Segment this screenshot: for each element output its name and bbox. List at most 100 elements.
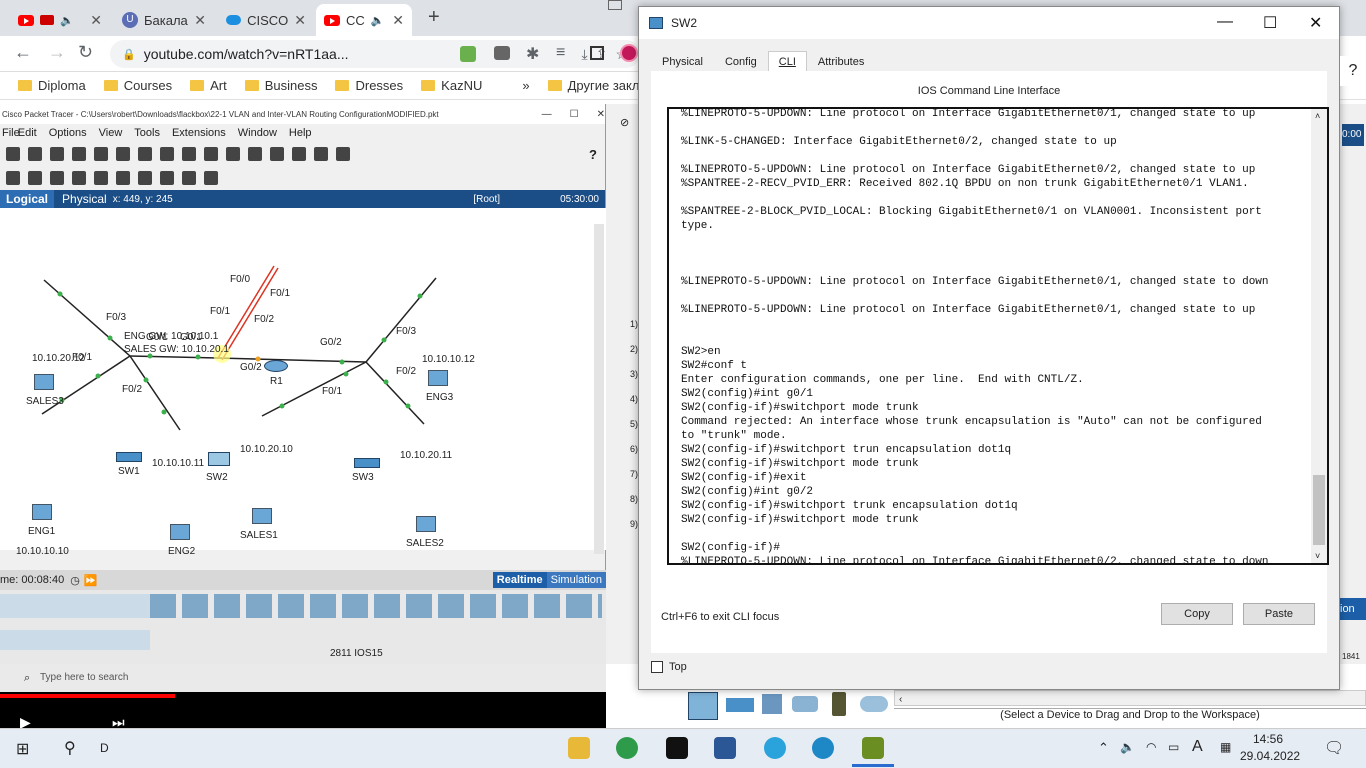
device-scrollbar[interactable]: ‹ [894, 690, 1366, 706]
taskbar-search-icon[interactable]: ⚲ [64, 740, 76, 757]
browser-tab-active[interactable]: CC 🔈 ✕ [316, 4, 412, 36]
pt-menu-window[interactable]: Window [237, 127, 277, 139]
play-icon[interactable]: ▶ [20, 714, 31, 730]
paste-button[interactable]: Paste [1243, 603, 1315, 625]
share-icon[interactable]: ⇪ [595, 45, 608, 62]
wifi-icon[interactable]: ◠ [1146, 740, 1157, 754]
physical-tab[interactable]: Physical [62, 192, 107, 206]
pt-menu-help[interactable]: Help [288, 127, 312, 139]
switch-sw2-icon[interactable] [208, 452, 230, 466]
pt-max-icon[interactable]: ☐ [569, 108, 579, 120]
compass-icon[interactable]: ⊘ [620, 117, 630, 129]
tab-physical[interactable]: Physical [662, 56, 703, 68]
playlist-icon[interactable]: ≡ [556, 44, 566, 61]
print-icon[interactable] [72, 147, 86, 161]
simulation-mode-button[interactable]: Simulation [546, 572, 606, 588]
copy-button[interactable]: Copy [1161, 603, 1233, 625]
custom-device-icon[interactable] [314, 147, 328, 161]
copy-icon[interactable] [138, 147, 152, 161]
info-icon[interactable] [94, 147, 108, 161]
close-tab-icon[interactable]: ✕ [194, 11, 206, 28]
browser-tab-youtube-1[interactable]: 🔈 ✕ [10, 4, 110, 36]
cli-scroll-thumb[interactable] [1313, 475, 1325, 545]
cli-scrollbar[interactable]: ˄ ˅ [1311, 109, 1327, 563]
rectangle-icon[interactable] [116, 171, 130, 185]
pc-sales2-icon[interactable] [416, 516, 436, 532]
chevron-up-icon[interactable]: ⌃ [1098, 740, 1109, 755]
device-category-icons[interactable] [0, 594, 150, 618]
pt-search-placeholder[interactable]: Type here to search [40, 672, 129, 683]
bookmark-courses[interactable]: Courses [103, 78, 172, 93]
ellipse-icon[interactable] [138, 171, 152, 185]
security-category-icon[interactable] [832, 692, 846, 716]
device-subcategory-icons[interactable] [0, 630, 150, 650]
switch-category-icon[interactable] [726, 698, 754, 712]
pt-menu-view[interactable]: View [98, 127, 123, 139]
maximize-icon[interactable]: ☐ [1263, 15, 1278, 32]
wan-cloud-icon[interactable] [860, 696, 888, 712]
back-icon[interactable]: ← [14, 42, 32, 62]
select-icon[interactable] [50, 171, 64, 185]
pt-min-icon[interactable]: — [541, 108, 552, 120]
line-icon[interactable] [94, 171, 108, 185]
language-indicator[interactable]: A [1192, 738, 1203, 755]
system-clock[interactable]: 14:56 29.04.2022 [1240, 732, 1301, 763]
note-icon[interactable] [72, 171, 86, 185]
pc-eng2-icon[interactable] [170, 524, 190, 540]
cli-console[interactable]: %LINEPROTO-5-UPDOWN: Line protocol on In… [667, 107, 1329, 565]
pt-help-icon[interactable]: ? [589, 146, 597, 162]
wireless-category-icon[interactable] [792, 696, 818, 712]
edge-icon[interactable] [812, 737, 834, 759]
switch-sw3-icon[interactable] [354, 458, 380, 468]
paste-icon[interactable] [160, 147, 174, 161]
video-progress-bar[interactable] [0, 694, 175, 698]
gateway-note[interactable]: ENG GW: 10.10.10.1 SALES GW: 10.10.20.1 [124, 331, 229, 355]
pc-eng1-icon[interactable] [32, 504, 52, 520]
camera-icon[interactable] [494, 46, 510, 60]
tab-cli[interactable]: CLI [767, 51, 807, 73]
search-icon[interactable] [6, 171, 20, 185]
device-model-icons[interactable] [150, 594, 602, 618]
more-bookmarks-icon[interactable]: » [522, 78, 530, 93]
sidepanel-icon[interactable] [590, 46, 604, 60]
router-category-icon[interactable] [688, 692, 718, 720]
notion-icon[interactable] [666, 737, 688, 759]
calendar-icon[interactable]: ▦ [1220, 740, 1232, 754]
address-bar[interactable]: 🔒 youtube.com/watch?v=nRT1aa... ⤓ ⇪ ☆ [110, 40, 640, 68]
delete-icon[interactable] [28, 171, 42, 185]
undo-icon[interactable] [182, 147, 196, 161]
pdu-icon[interactable] [182, 171, 196, 185]
scroll-up-icon[interactable]: ˄ [1315, 111, 1321, 121]
pt-menu-file[interactable]: File [2, 127, 20, 139]
scroll-down-icon[interactable]: ˅ [1315, 551, 1321, 561]
install-icon[interactable]: ⤓ [581, 45, 588, 62]
tab-config[interactable]: Config [724, 56, 757, 68]
zoom-in-icon[interactable] [226, 147, 240, 161]
new-tab-icon[interactable]: + [428, 6, 440, 28]
zoom-out-icon[interactable] [270, 147, 284, 161]
bookmark-other[interactable]: Другие закл [547, 78, 639, 93]
browser-tab-cisco[interactable]: CISCO ✕ [218, 4, 314, 36]
pc-sales1-icon[interactable] [252, 508, 272, 524]
word-icon[interactable] [714, 737, 736, 759]
windows-start-icon[interactable]: ⊞ [16, 741, 30, 758]
hub-category-icon[interactable] [762, 694, 782, 714]
browser-tab-bakalavr[interactable]: U Бакала ✕ [114, 4, 214, 36]
volume-icon[interactable]: 🔈 [1120, 740, 1135, 754]
router-r1-icon[interactable] [264, 360, 288, 372]
minimize-icon[interactable]: — [1217, 13, 1233, 30]
switch-sw1-icon[interactable] [116, 452, 142, 462]
taskbar-search-text[interactable]: D [100, 741, 109, 755]
next-icon[interactable]: ⏭ [112, 714, 125, 730]
logical-tab[interactable]: Logical [0, 190, 55, 208]
pt-close-icon[interactable]: ✕ [596, 108, 605, 120]
packet-tracer-taskbar-icon[interactable] [862, 737, 884, 759]
pt-menu-edit[interactable]: Edit [17, 127, 37, 139]
tab-attributes[interactable]: Attributes [817, 56, 865, 68]
pt-root[interactable]: [Root] [473, 193, 501, 205]
extension-plant-icon[interactable] [460, 46, 476, 62]
battery-icon[interactable]: ▭ [1168, 740, 1180, 754]
notification-icon[interactable]: 🗨 [1324, 740, 1345, 757]
viewport-icon[interactable] [336, 147, 350, 161]
bookmark-dresses[interactable]: Dresses [335, 78, 403, 93]
